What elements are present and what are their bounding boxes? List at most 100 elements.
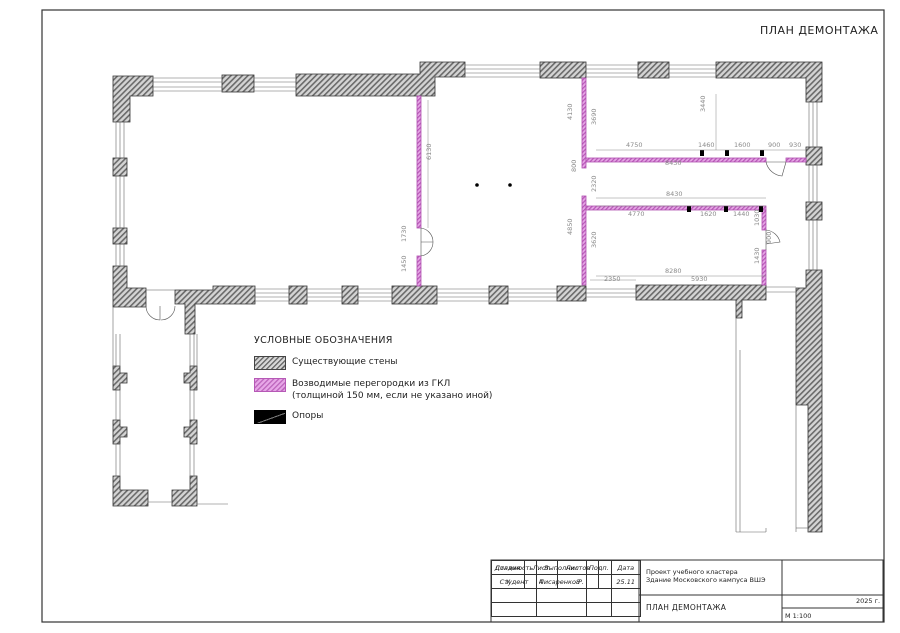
gkl-partition-h1 <box>785 157 807 163</box>
dimension-label: 4850 <box>566 218 574 235</box>
pole-marker <box>760 150 764 156</box>
wall-pier <box>112 227 128 245</box>
poles <box>475 150 764 212</box>
legend-label: Существующие стены <box>292 357 398 367</box>
wall-pier <box>805 146 823 166</box>
legend-note: (толщиной 150 мм, если не указано иной) <box>292 391 493 401</box>
annex-pier <box>183 365 198 391</box>
dimension-label: 3690 <box>590 108 598 125</box>
pole-marker <box>475 183 479 187</box>
stamp-date: 25.11 <box>610 574 641 589</box>
title-block: Должность Выполнил Подп. Дата Студент Пи… <box>491 560 883 623</box>
dimension-label: 1450 <box>400 255 408 272</box>
wall-left-mid <box>174 285 256 335</box>
gkl-partition-vertical <box>581 195 587 286</box>
dimension-label: 900 <box>768 141 780 149</box>
wall-pier <box>341 285 359 305</box>
dimension-lines <box>427 94 806 281</box>
project-line: Здание Московского кампуса ВШЭ <box>646 576 766 584</box>
wall-pier <box>112 157 128 177</box>
legend-item-gkl-partitions: Возводимые перегородки из ГКЛ (толщиной … <box>254 378 554 402</box>
legend: УСЛОВНЫЕ ОБОЗНАЧЕНИЯ Существующие стены … <box>254 335 554 432</box>
gkl-partition-v3 <box>761 209 767 231</box>
wall-pier <box>539 61 587 79</box>
stamp-scale: М 1:100 <box>785 612 812 620</box>
wall-corner-top-left <box>112 75 154 123</box>
wall-bottom-right <box>635 284 767 319</box>
wall-pier <box>556 285 587 302</box>
dimension-label: 5930 <box>691 275 708 283</box>
sheet-title: ПЛАН ДЕМОНТАЖА <box>760 24 879 37</box>
dimension-label: 800 <box>570 160 578 172</box>
legend-heading: УСЛОВНЫЕ ОБОЗНАЧЕНИЯ <box>254 335 393 346</box>
dimension-label: 930 <box>789 141 801 149</box>
dimension-label: 4130 <box>566 103 574 120</box>
pole-marker <box>508 183 512 187</box>
pole-marker <box>725 150 729 156</box>
sheet-frame <box>41 9 885 623</box>
legend-label: Опоры <box>292 411 324 421</box>
wall-pier <box>488 285 509 305</box>
stamp-header: Дата <box>610 560 641 575</box>
window-lines <box>112 64 818 533</box>
annex-corner-right <box>171 475 198 507</box>
legend-label: Возводимые перегородки из ГКЛ <box>292 379 451 389</box>
stamp-project: Проект учебного кластера Здание Московск… <box>646 568 776 584</box>
dimension-label: 900 <box>765 232 773 244</box>
gkl-partitions <box>416 77 807 287</box>
wall-pier <box>391 285 438 305</box>
pole-marker <box>700 150 704 156</box>
dimension-label: 6130 <box>425 143 433 160</box>
dimension-label: 4750 <box>626 141 643 149</box>
dimension-label: 1730 <box>400 225 408 242</box>
dimension-label: 2320 <box>590 175 598 192</box>
dimension-label: 8430 <box>665 159 682 167</box>
doors <box>145 161 787 321</box>
stamp-sheet-name: ПЛАН ДЕМОНТАЖА <box>646 603 727 612</box>
wall-pier <box>221 74 255 93</box>
gkl-partition-left <box>416 255 422 287</box>
legend-item-existing-walls: Существующие стены <box>254 356 554 370</box>
dimension-label: 3620 <box>590 231 598 248</box>
wall-pier <box>288 285 308 305</box>
dimension-label: 1600 <box>734 141 751 149</box>
gkl-partition-left <box>416 95 422 229</box>
annex-pier <box>183 419 198 445</box>
walls <box>112 61 823 533</box>
dimension-label: 1460 <box>698 141 715 149</box>
pole-marker <box>759 206 763 212</box>
dimension-label: 4770 <box>628 210 645 218</box>
dimension-label: 1620 <box>700 210 717 218</box>
dimension-label: 3440 <box>699 95 707 112</box>
gkl-partition-swatch <box>254 378 286 392</box>
wall-pier <box>637 61 670 79</box>
wall-corner-top-mid <box>295 61 466 97</box>
stage-value: У <box>491 574 525 589</box>
pole-marker <box>724 206 728 212</box>
existing-wall-swatch <box>254 356 286 370</box>
sheets-value: 8 <box>557 574 599 589</box>
annex-pier <box>112 419 128 445</box>
gkl-partition-h1 <box>585 157 767 163</box>
dimension-label: 1030 <box>753 209 761 226</box>
annex-pier <box>112 365 128 391</box>
stage-header: Стадия <box>491 560 525 575</box>
wall-left-lower <box>112 265 147 308</box>
sheets-header: Листов <box>557 560 599 575</box>
wall-pier <box>805 201 823 221</box>
wall-corner-top-right <box>715 61 823 103</box>
dimension-label: 2350 <box>604 275 621 283</box>
dimension-label: 1440 <box>733 210 750 218</box>
dimension-label: 1430 <box>753 247 761 264</box>
pole-swatch <box>254 410 286 424</box>
sheet-value: 4 <box>524 574 558 589</box>
sheet-header: Лист <box>524 560 558 575</box>
dimension-label: 8430 <box>666 190 683 198</box>
dimension-label: 8280 <box>665 267 682 275</box>
legend-item-poles: Опоры <box>254 410 554 424</box>
stamp-stage-table: Стадия Лист Листов У 4 8 <box>491 560 599 589</box>
gkl-partition-v3 <box>761 249 767 286</box>
gkl-partition-vertical <box>581 77 587 169</box>
annex-corner-left <box>112 475 149 507</box>
